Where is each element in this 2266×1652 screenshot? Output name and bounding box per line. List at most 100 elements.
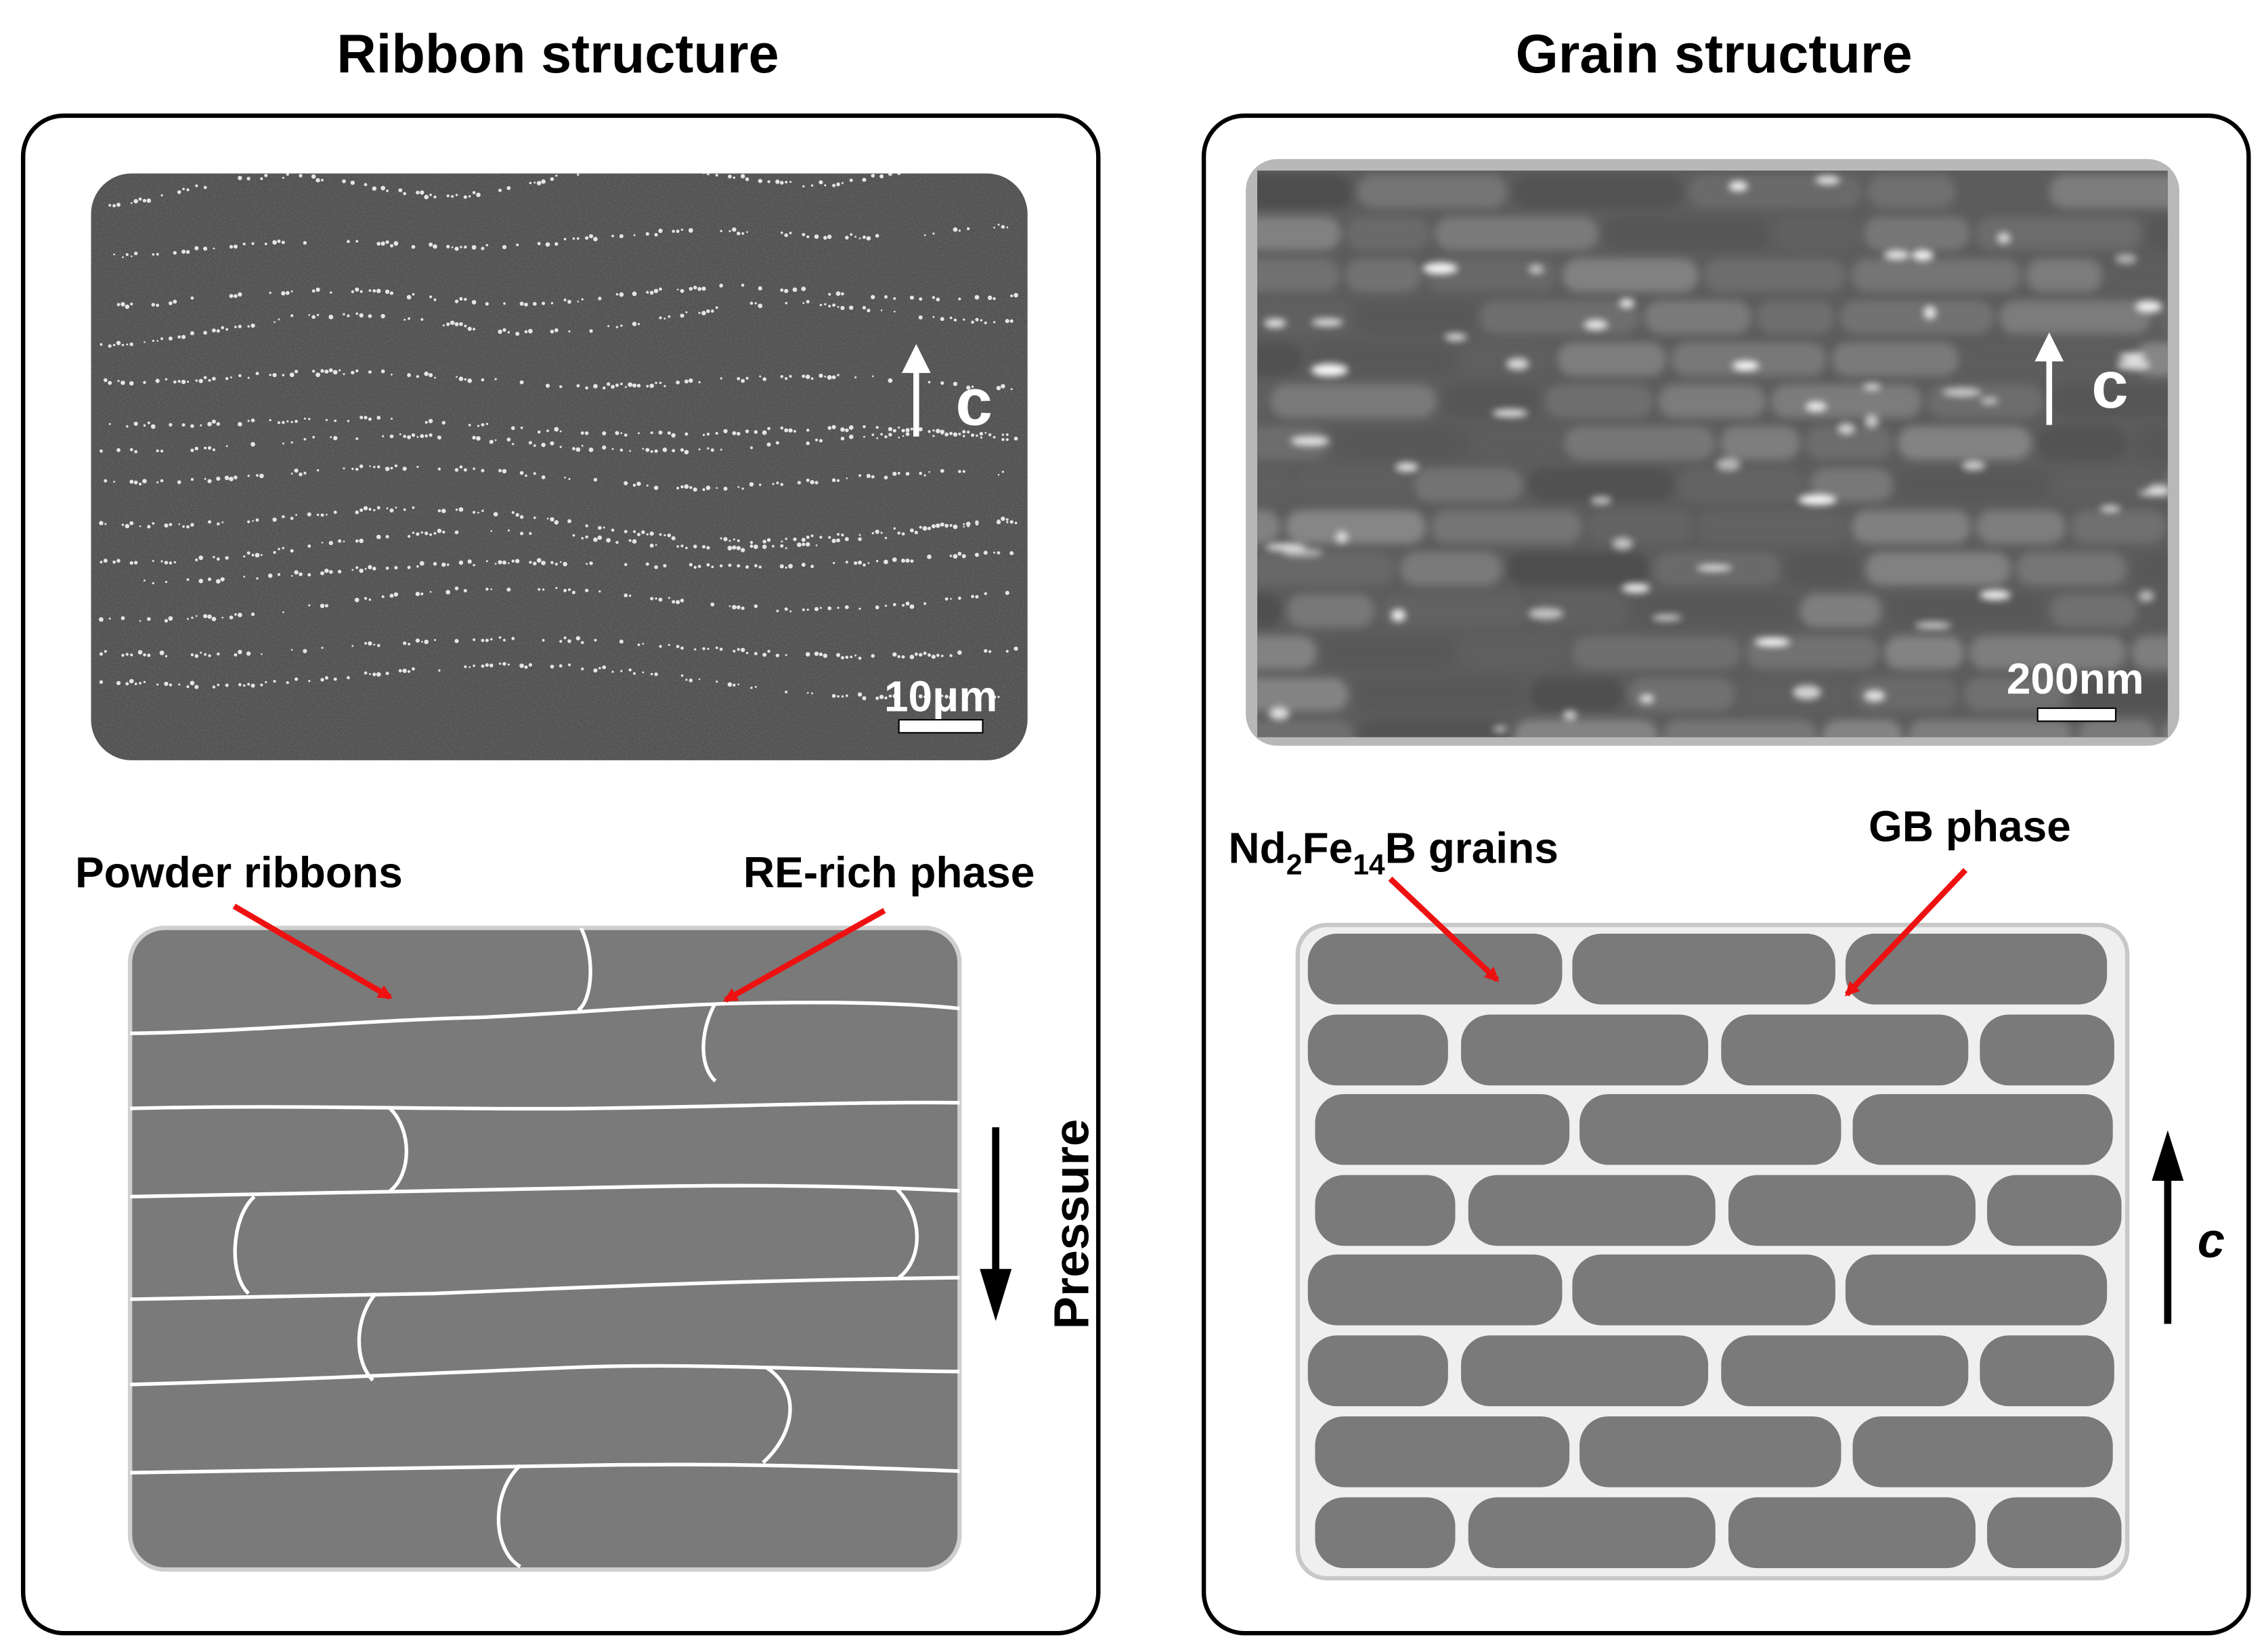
boundary-dot: [269, 418, 271, 422]
boundary-dot: [680, 485, 684, 489]
bright-spot: [1883, 250, 1911, 261]
boundary-dot: [706, 433, 710, 436]
boundary-dot: [525, 474, 527, 477]
grain-blob: [1839, 301, 1995, 334]
grain-blob: [1528, 468, 1674, 502]
grain-blob: [1588, 510, 1693, 544]
boundary-dot: [181, 423, 186, 427]
boundary-dot: [593, 477, 598, 482]
boundary-dot: [993, 297, 996, 301]
boundary-dot: [121, 381, 125, 385]
boundary-dot: [984, 155, 988, 159]
boundary-dot: [784, 233, 788, 238]
boundary-dot: [646, 533, 649, 536]
boundary-dot: [133, 421, 138, 427]
boundary-dot: [806, 536, 810, 540]
arrow-gb-phase: [1844, 868, 1968, 997]
boundary-dot: [819, 373, 823, 378]
boundary-dot: [659, 316, 662, 320]
boundary-dot: [434, 376, 436, 379]
boundary-dot: [286, 681, 289, 684]
boundary-dot: [928, 381, 931, 384]
boundary-dot: [156, 303, 160, 307]
boundary-dot: [875, 605, 879, 609]
boundary-dot: [260, 554, 263, 557]
boundary-dot: [289, 372, 295, 377]
boundary-dot: [208, 520, 212, 524]
boundary-dot: [676, 381, 680, 385]
c-axis-arrow-schematic: [2152, 1130, 2184, 1324]
boundary-dot: [519, 663, 524, 668]
boundary-dot: [576, 384, 580, 388]
boundary-dot: [867, 562, 870, 565]
boundary-dot: [108, 344, 112, 348]
boundary-dot: [533, 516, 536, 519]
bright-spot: [1837, 423, 1855, 435]
boundary-dot: [533, 561, 537, 566]
boundary-dot: [376, 416, 381, 420]
boundary-dot: [100, 449, 103, 453]
grain-brick: [1987, 1497, 2122, 1569]
boundary-dot: [585, 524, 588, 527]
boundary-dot: [416, 565, 419, 568]
boundary-dot: [511, 559, 515, 563]
boundary-dot: [958, 470, 961, 473]
boundary-dot: [676, 167, 680, 171]
boundary-dot: [680, 228, 684, 231]
bright-spot: [1264, 318, 1286, 328]
boundary-dot: [485, 663, 489, 667]
boundary-dot: [333, 510, 337, 515]
grain-blob: [2026, 259, 2103, 292]
boundary-dot: [463, 468, 467, 472]
boundary-dot: [160, 337, 164, 341]
scale-bar-right: [2036, 707, 2117, 722]
boundary-dot: [758, 286, 762, 290]
boundary-dot: [471, 300, 477, 305]
boundary-dot: [373, 643, 376, 646]
boundary-dot: [737, 485, 740, 488]
boundary-dot: [364, 642, 368, 645]
boundary-dot: [559, 561, 562, 563]
boundary-dot: [441, 508, 446, 513]
boundary-dot: [615, 540, 619, 544]
boundary-dot: [667, 534, 672, 538]
boundary-dot: [680, 288, 684, 293]
boundary-dot: [581, 537, 584, 540]
boundary-dot: [759, 375, 762, 378]
bright-spot: [1528, 607, 1564, 620]
grain-blob: [1257, 259, 1340, 292]
boundary-dot: [355, 287, 359, 292]
boundary-dot: [533, 472, 536, 475]
boundary-dot: [424, 531, 429, 536]
boundary-dot: [668, 315, 671, 318]
boundary-dot: [464, 324, 467, 328]
label-powder-ribbons: Powder ribbons: [75, 848, 403, 897]
grain-blob: [1810, 468, 1893, 502]
boundary-dot: [905, 472, 910, 476]
boundary-dot: [636, 383, 641, 388]
boundary-dot: [334, 419, 337, 422]
boundary-dot: [563, 238, 567, 241]
grain-blob: [1571, 636, 1741, 670]
boundary-dot: [295, 513, 298, 516]
boundary-dot: [117, 380, 120, 383]
boundary-dot: [546, 429, 549, 433]
boundary-dot: [437, 435, 441, 440]
boundary-dot: [649, 290, 654, 295]
boundary-dot: [225, 376, 229, 381]
right-panel-title: Grain structure: [1516, 24, 1913, 85]
boundary-dot: [420, 640, 423, 643]
boundary-dot: [628, 382, 633, 387]
grain-blob: [2054, 468, 2157, 502]
boundary-dot: [229, 477, 234, 481]
boundary-dot: [515, 513, 519, 517]
boundary-dot: [242, 242, 246, 246]
boundary-dot: [737, 539, 740, 542]
boundary-dot: [416, 190, 420, 195]
boundary-dot: [303, 241, 307, 245]
boundary-dot: [290, 473, 293, 475]
boundary-dot: [559, 640, 563, 643]
boundary-dot: [343, 540, 345, 543]
grain-blob: [2016, 552, 2127, 586]
boundary-dot: [168, 336, 173, 341]
